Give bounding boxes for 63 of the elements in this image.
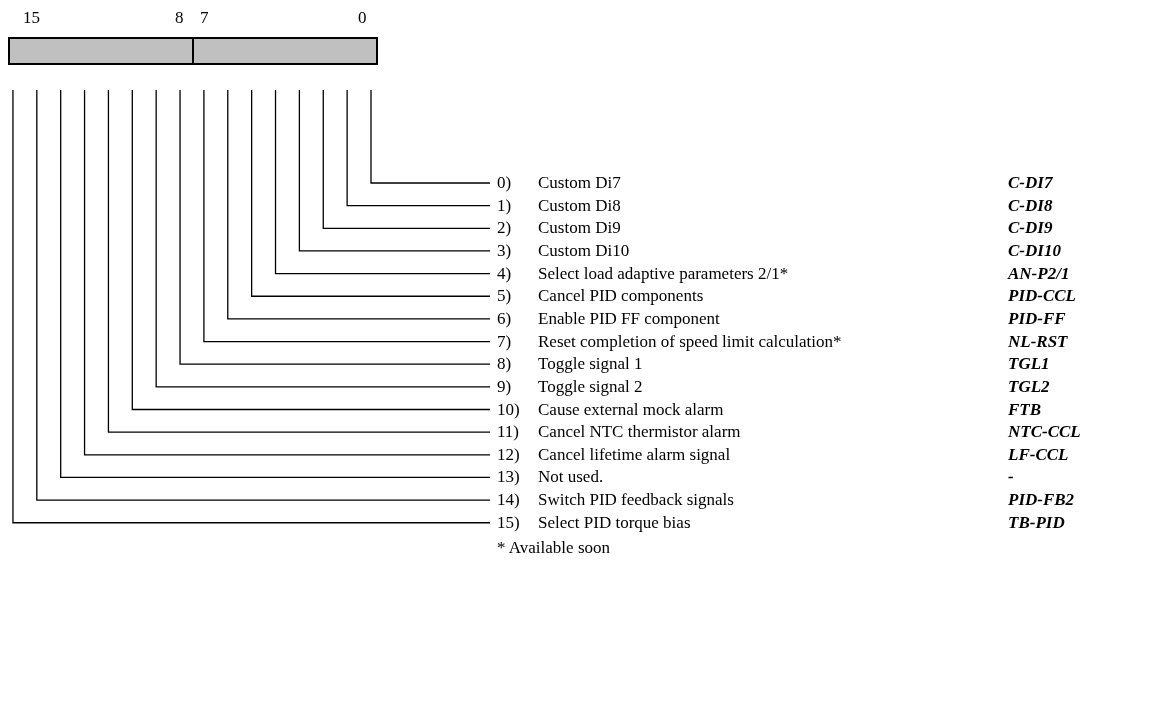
bit-description: Custom Di10 [538, 240, 630, 261]
signal-code: C-DI10 [1008, 240, 1061, 261]
bit-number: 7) [497, 331, 512, 352]
register-field [192, 37, 378, 65]
bit-number: 12) [497, 444, 520, 465]
bit-number: 10) [497, 399, 520, 420]
bit-number: 11) [497, 422, 520, 443]
bit-description: Custom Di9 [538, 218, 621, 239]
signal-code: PID-FF [1008, 308, 1066, 329]
bit-description: Custom Di7 [538, 173, 621, 193]
bit-description: Custom Di8 [538, 195, 621, 216]
bit-description: Select PID torque bias [538, 512, 691, 533]
bit-description: Reset completion of speed limit calculation* [538, 331, 842, 352]
signal-code: LF-CCL [1008, 444, 1069, 465]
bit-description: Toggle signal 1 [538, 354, 643, 375]
bit-description: Cancel PID components [538, 286, 704, 307]
signal-code: C-DI8 [1008, 195, 1053, 216]
signal-code: NTC-CCL [1008, 422, 1081, 443]
bit-description: Enable PID FF component [538, 308, 720, 329]
bit-description: Switch PID feedback signals [538, 490, 734, 511]
bit-description: Cause external mock alarm [538, 399, 724, 420]
leader-line [346, 89, 491, 207]
bit-description: Cancel NTC thermistor alarm [538, 422, 741, 443]
leader-line [274, 89, 491, 275]
bit-index: 0 [358, 8, 367, 28]
bit-number: 13) [497, 467, 520, 488]
leader-line [203, 89, 491, 343]
leader-line [227, 89, 491, 320]
signal-code: FTB [1008, 399, 1042, 420]
bit-description: Not used. [538, 467, 604, 488]
signal-code: TB-PID [1008, 512, 1065, 533]
signal-code: AN-P2/1 [1008, 263, 1070, 284]
bit-number: 15) [497, 512, 520, 533]
bit-number: 6) [497, 308, 512, 329]
bit-number: 8) [497, 354, 512, 375]
bit-index: 15 [23, 8, 40, 28]
bit-number: 1) [497, 195, 512, 216]
bit-number: 9) [497, 376, 512, 397]
bit-index: 7 [200, 8, 209, 28]
bit-number: 4) [497, 263, 512, 284]
leader-line [298, 89, 491, 252]
bit-number: 5) [497, 286, 512, 307]
bit-description: Select load adaptive parameters 2/1* [538, 263, 789, 284]
bit-index: 8 [175, 8, 184, 28]
bit-number: 3) [497, 240, 512, 261]
bit-description: Toggle signal 2 [538, 376, 643, 397]
signal-code: - [1008, 467, 1014, 488]
leader-line [322, 89, 491, 229]
bit-number: 0) [497, 173, 512, 193]
register-field [8, 37, 194, 65]
signal-code: PID-FB2 [1008, 490, 1075, 511]
signal-code: C-DI7 [1008, 173, 1053, 193]
bit-number: 14) [497, 490, 520, 511]
signal-code: TGL1 [1008, 354, 1050, 375]
bit-description: Cancel lifetime alarm signal [538, 444, 731, 465]
signal-code: PID-CCL [1008, 286, 1076, 307]
signal-code: NL-RST [1008, 331, 1068, 352]
footnote: * Available soon [497, 538, 610, 558]
leader-line [251, 89, 491, 297]
leader-line [370, 89, 491, 184]
bit-number: 2) [497, 218, 512, 239]
signal-code: C-DI9 [1008, 218, 1053, 239]
signal-code: TGL2 [1008, 376, 1050, 397]
